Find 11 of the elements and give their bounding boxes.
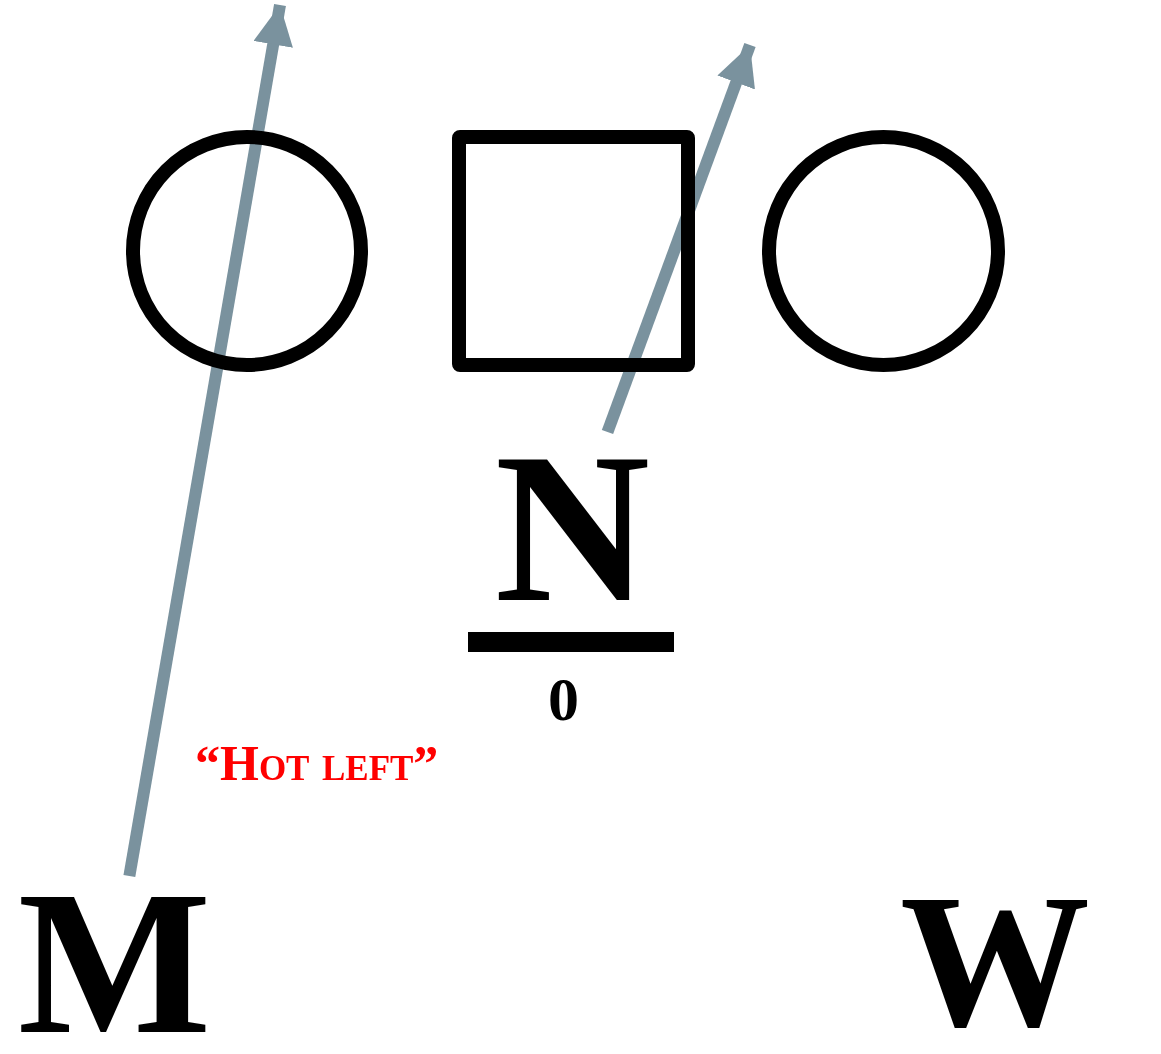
- circle-symbol: [126, 130, 368, 372]
- underline-bar: [468, 632, 674, 652]
- player-letter: W: [900, 866, 1090, 1054]
- circle-symbol: [762, 130, 1005, 372]
- route-arrow: [123, 3, 293, 878]
- label-text: 0: [548, 668, 579, 730]
- player-letter: M: [2, 876, 227, 1048]
- player-letter: N: [470, 432, 675, 622]
- route-arrow: [601, 42, 756, 435]
- play-call-text: “Hot left”: [195, 738, 439, 788]
- square-symbol: [452, 130, 695, 372]
